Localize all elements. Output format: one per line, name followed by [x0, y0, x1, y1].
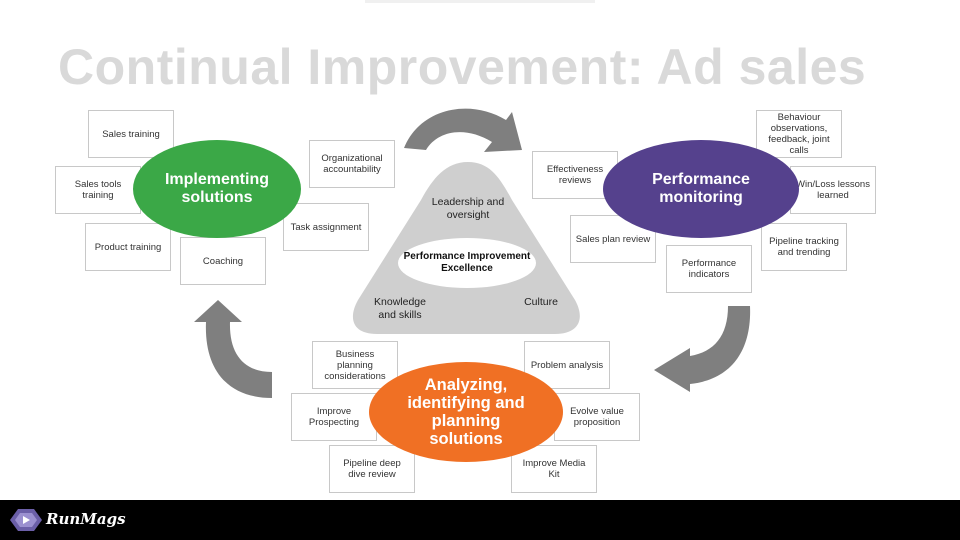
hub-analyzing: Analyzing, identifying and planning solu…: [369, 362, 563, 462]
arrow-left: [194, 300, 272, 398]
box-organizational-accountability: Organizational accountability: [309, 140, 395, 188]
hub-analyzing-label: Analyzing, identifying and planning solu…: [407, 376, 525, 448]
box-improve-prospecting: Improve Prospecting: [291, 393, 377, 441]
box-business-planning: Business planning considerations: [312, 341, 398, 389]
top-strip: [365, 0, 595, 3]
footer-bar: [0, 500, 960, 540]
triangle-right-label: Culture: [524, 296, 558, 308]
box-sales-tools-training: Sales tools training: [55, 166, 141, 214]
arrow-right: [654, 306, 751, 392]
box-coaching: Coaching: [180, 237, 266, 285]
box-pipeline-tracking: Pipeline tracking and trending: [761, 223, 847, 271]
hub-implementing-label: Implementing solutions: [164, 171, 269, 206]
brand-name: RunMags: [46, 510, 126, 528]
runmags-logo-icon: [10, 509, 42, 531]
box-improve-media-kit: Improve Media Kit: [511, 445, 597, 493]
box-pipeline-deep-dive: Pipeline deep dive review: [329, 445, 415, 493]
box-sales-training: Sales training: [88, 110, 174, 158]
box-evolve-value: Evolve value proposition: [554, 393, 640, 441]
slide-title: Continual Improvement: Ad sales: [58, 39, 867, 95]
hub-implementing: Implementing solutions: [133, 140, 301, 238]
box-product-training: Product training: [85, 223, 171, 271]
box-performance-indicators: Performance indicators: [666, 245, 752, 293]
hub-monitoring: Performance monitoring: [603, 140, 799, 238]
arrow-top: [404, 108, 522, 152]
hub-monitoring-label: Performance monitoring: [652, 171, 750, 206]
core-ellipse: Performance Improvement Excellence: [398, 238, 536, 288]
triangle-top-label: Leadership and oversight: [431, 196, 505, 221]
box-task-assignment: Task assignment: [283, 203, 369, 251]
box-win-loss: Win/Loss lessons learned: [790, 166, 876, 214]
triangle-left-label: Knowledge and skills: [374, 296, 426, 321]
box-behaviour-observations: Behaviour observations, feedback, joint …: [756, 110, 842, 158]
